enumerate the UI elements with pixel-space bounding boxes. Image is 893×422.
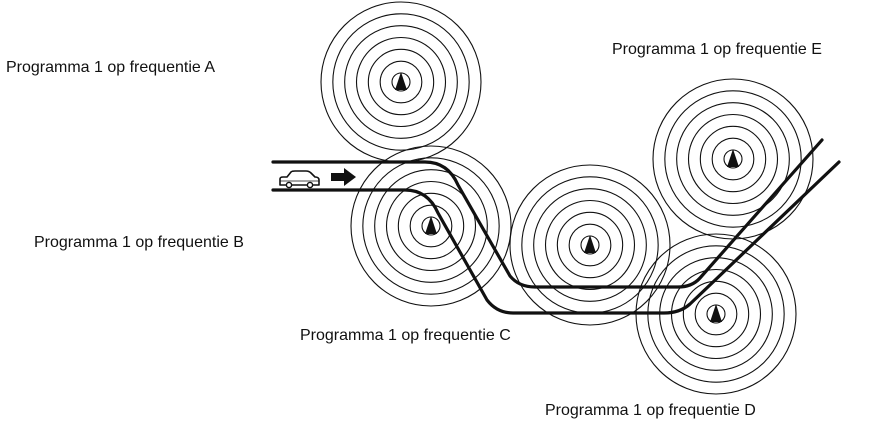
coverage-ring: [355, 36, 447, 128]
arrow-right-icon: [331, 168, 356, 186]
coverage-ring: [676, 102, 790, 216]
coverage-ring: [332, 13, 470, 151]
label-frequency-b: Programma 1 op frequentie B: [34, 234, 244, 251]
transmitter-b: [350, 145, 512, 307]
coverage-ring: [711, 137, 755, 181]
coverage-ring: [699, 125, 767, 193]
coverage-ring: [682, 280, 750, 348]
label-frequency-e: Programma 1 op frequentie E: [612, 41, 822, 58]
transmitter-tower-icon: [395, 72, 407, 90]
coverage-ring: [635, 233, 797, 395]
label-frequency-c: Programma 1 op frequentie C: [300, 327, 511, 344]
coverage-ring: [556, 211, 624, 279]
coverage-ring: [544, 199, 636, 291]
coverage-ring: [647, 245, 785, 383]
transmitter-d: [635, 233, 797, 395]
road-lower-edge: [271, 160, 841, 315]
coverage-ring: [687, 113, 779, 205]
coverage-ring: [374, 169, 488, 283]
coverage-ring: [533, 188, 647, 302]
coverage-ring: [397, 192, 465, 260]
coverage-ring: [652, 78, 814, 240]
coverage-ring: [379, 60, 423, 104]
coverage-ring: [409, 204, 453, 248]
transmitter-tower-icon: [425, 216, 437, 234]
transmitter-c: [509, 164, 671, 326]
coverage-ring: [344, 25, 458, 139]
coverage-ring: [568, 223, 612, 267]
coverage-ring: [664, 90, 802, 228]
transmitter-e: [652, 78, 814, 240]
coverage-ring: [320, 1, 482, 163]
transmitter-tower-icon: [710, 304, 722, 322]
coverage-ring: [509, 164, 671, 326]
coverage-ring: [521, 176, 659, 314]
transmitter-tower-icon: [584, 235, 596, 253]
coverage-ring: [670, 268, 762, 360]
label-frequency-d: Programma 1 op frequentie D: [545, 402, 756, 419]
coverage-ring: [367, 48, 435, 116]
coverage-ring: [694, 292, 738, 336]
coverage-ring: [350, 145, 512, 307]
transmitter-tower-icon: [727, 149, 739, 167]
label-frequency-a: Programma 1 op frequentie A: [6, 59, 216, 76]
transmitter-a: [320, 1, 482, 163]
coverage-ring: [385, 180, 477, 272]
coverage-ring: [659, 257, 773, 371]
coverage-ring: [362, 157, 500, 295]
car-icon: [279, 170, 320, 189]
transmitter-group: [320, 1, 814, 395]
